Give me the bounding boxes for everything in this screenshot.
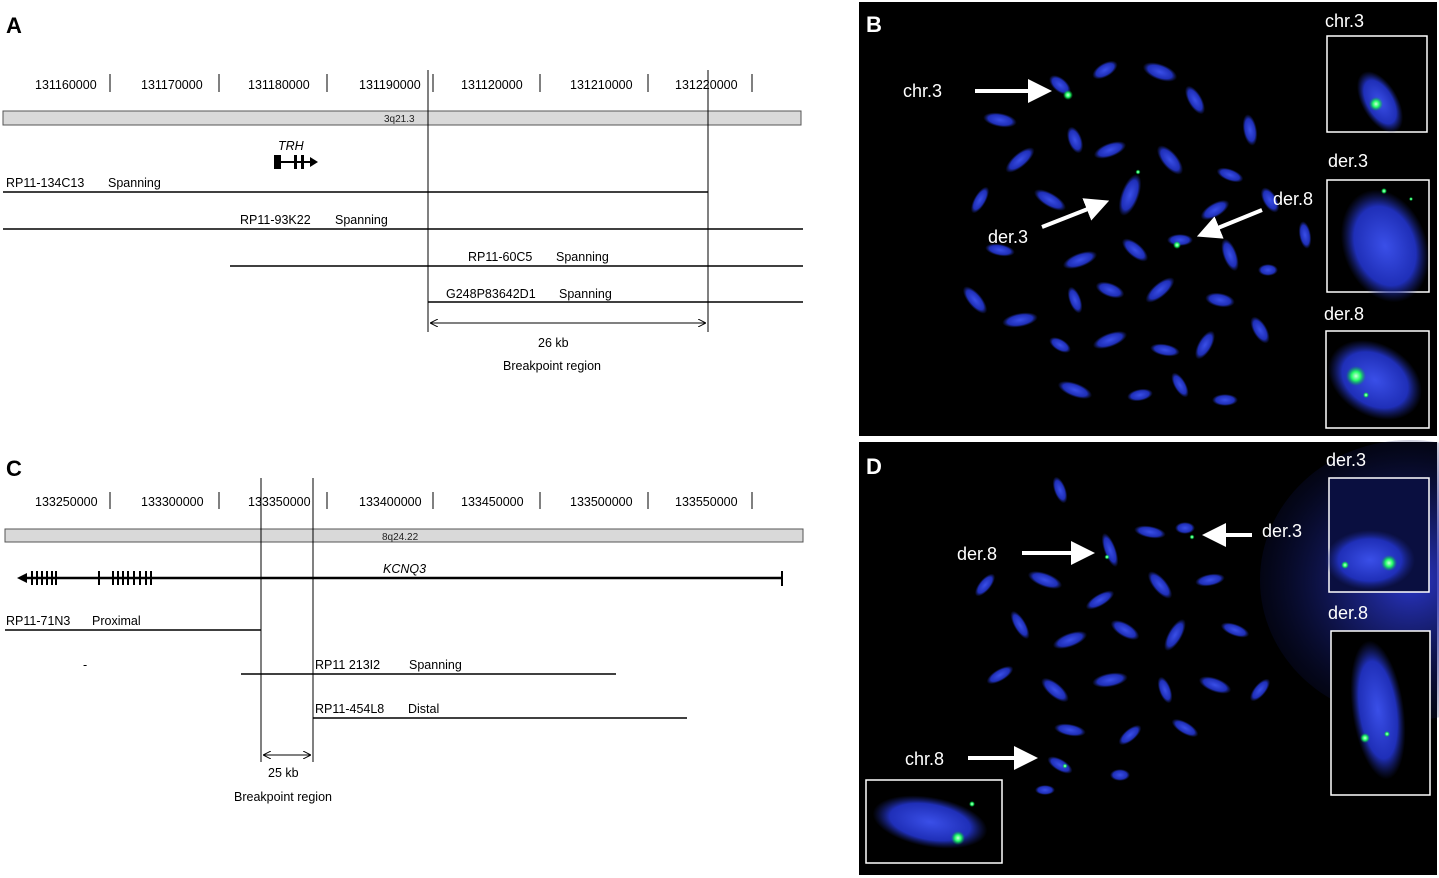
- inset-der3: der.3: [1326, 151, 1430, 303]
- clone-type: Spanning: [559, 287, 612, 301]
- kcnq3-gene: KCNQ3: [17, 562, 783, 586]
- fish-signals-d: [1062, 534, 1195, 769]
- inset-label: der.3: [1326, 450, 1366, 470]
- clone-type: Spanning: [108, 176, 161, 190]
- clone-type: Spanning: [556, 250, 609, 264]
- coord-label: 131120000: [461, 78, 523, 92]
- coordinate-ruler-a: 131160000 131170000 131180000 131190000 …: [35, 74, 753, 92]
- clone-name: G248P83642D1: [446, 287, 536, 301]
- inset-der3: der.3: [1325, 450, 1430, 593]
- coord-label: 133450000: [461, 495, 524, 509]
- dash-mark: -: [83, 658, 87, 672]
- clone-type: Spanning: [335, 213, 388, 227]
- label-der8: der.8: [957, 544, 997, 564]
- coord-label: 131180000: [248, 78, 310, 92]
- coord-label: 133500000: [570, 495, 633, 509]
- label-chr3: chr.3: [903, 81, 942, 101]
- inset-chr3: chr.3: [1325, 11, 1428, 133]
- clone-name: RP11-134C13: [6, 176, 84, 190]
- metaphase-chromosomes-b: [962, 60, 1312, 406]
- coord-label: 133400000: [359, 495, 422, 509]
- arrow-der8: [1196, 208, 1263, 239]
- inset-label: der.3: [1328, 151, 1368, 171]
- clone-name: RP11-454L8: [315, 702, 384, 716]
- arrow-der3: [1041, 198, 1110, 229]
- band-label: 3q21.3: [384, 114, 415, 125]
- panel-d: D der.8 der.3 chr.8 der.3 der.8: [859, 440, 1439, 875]
- inset-label: der.8: [1328, 603, 1368, 623]
- panel-c-letter: C: [6, 456, 22, 481]
- clone-lines-a: [3, 191, 803, 303]
- breakpoint-region-label: Breakpoint region: [234, 790, 332, 804]
- clone-type: Proximal: [92, 614, 141, 628]
- coord-label: 131220000: [675, 78, 738, 92]
- inset-der8: der.8: [1328, 603, 1431, 796]
- breakpoint-boundaries-a: [427, 70, 709, 332]
- inset-label: der.8: [1324, 304, 1364, 324]
- coord-label: 131190000: [359, 78, 421, 92]
- panel-c: C 133250000 133300000 133350000 13340000…: [4, 456, 804, 804]
- trh-gene: TRH: [274, 139, 318, 169]
- breakpoint-size: 26 kb: [538, 336, 569, 350]
- panel-a-letter: A: [6, 13, 22, 38]
- coord-label: 133550000: [675, 495, 738, 509]
- clone-name: RP11-60C5: [468, 250, 532, 264]
- chromosome-band-bar: [4, 528, 804, 543]
- coord-label: 133350000: [248, 495, 311, 509]
- metaphase-chromosomes-d: [974, 476, 1271, 795]
- coord-label: 131160000: [35, 78, 97, 92]
- panel-b: B chr.3 der.3 der.8 chr.3 der.3 der.8: [859, 2, 1437, 436]
- gene-label: KCNQ3: [383, 562, 426, 576]
- inset-label: chr.3: [1325, 11, 1364, 31]
- panel-a: A 131160000 131170000 131180000 13119000…: [2, 13, 803, 373]
- gene-label: TRH: [278, 139, 305, 153]
- label-der8: der.8: [1273, 189, 1313, 209]
- breakpoint-size: 25 kb: [268, 766, 299, 780]
- label-der3: der.3: [988, 227, 1028, 247]
- inset-der8: der.8: [1324, 304, 1430, 429]
- coord-label: 131170000: [141, 78, 203, 92]
- clone-lines-c: [5, 629, 687, 719]
- breakpoint-boundaries-c: [260, 478, 314, 762]
- label-der3: der.3: [1262, 521, 1302, 541]
- clone-name: RP11 213I2: [315, 658, 380, 672]
- panel-b-letter: B: [866, 12, 882, 37]
- fish-signals-b: [1063, 90, 1181, 249]
- coord-label: 133250000: [35, 495, 98, 509]
- clone-type: Spanning: [409, 658, 462, 672]
- chromosome-band-bar: [2, 110, 802, 126]
- clone-name: RP11-71N3: [6, 614, 70, 628]
- coordinate-ruler-c: 133250000 133300000 133350000 133400000 …: [35, 492, 753, 509]
- coord-label: 131210000: [570, 78, 633, 92]
- clone-type: Distal: [408, 702, 439, 716]
- label-chr8: chr.8: [905, 749, 944, 769]
- clone-name: RP11-93K22: [240, 213, 311, 227]
- inset-chr8: [865, 779, 1003, 864]
- panel-d-letter: D: [866, 454, 882, 479]
- coord-label: 133300000: [141, 495, 204, 509]
- band-label: 8q24.22: [382, 532, 419, 543]
- breakpoint-region-label: Breakpoint region: [503, 359, 601, 373]
